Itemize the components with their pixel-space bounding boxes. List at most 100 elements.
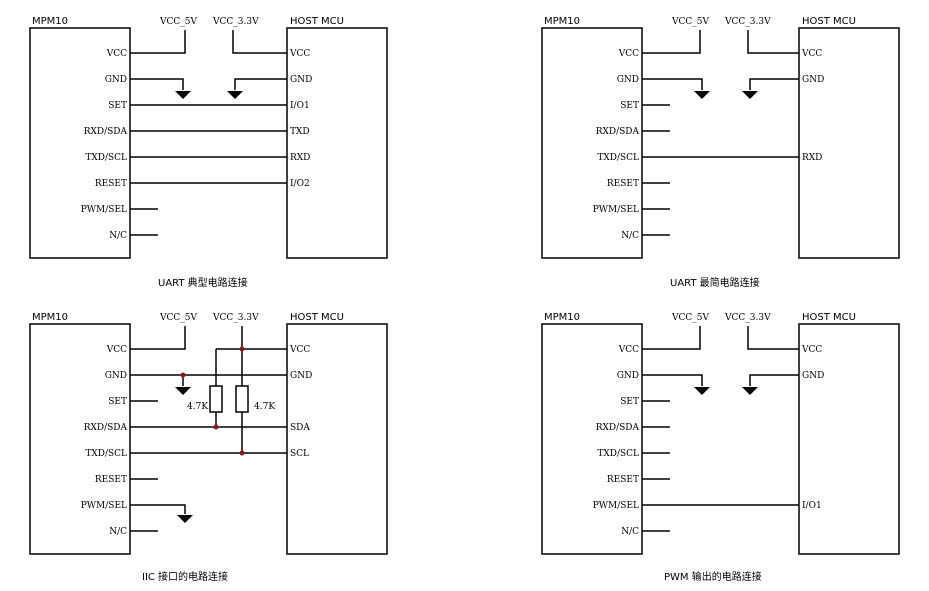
pin-label: RESET	[607, 179, 639, 189]
pin-label: N/C	[109, 527, 127, 537]
gnd-wire-host	[234, 78, 287, 90]
diagram-pwm: MPM10 HOST MCU VCC_5V VCC_3.3V VCC GND S…	[541, 312, 900, 583]
vcc33-label: VCC_3.3V	[724, 17, 771, 27]
diagram-uart-typical: MPM10 HOST MCU VCC_5V VCC_3.3V VCC GND S…	[29, 16, 388, 289]
host-label: HOST MCU	[290, 312, 344, 323]
junction-dot	[239, 450, 245, 456]
module-box	[541, 323, 643, 555]
pin-label: VCC	[618, 345, 639, 355]
module-label: MPM10	[544, 312, 580, 323]
ground-icon	[694, 387, 710, 395]
diagram-caption: PWM 输出的电路连接	[664, 570, 762, 583]
host-box	[798, 27, 900, 259]
pin-label: SET	[108, 397, 127, 407]
pin-label: TXD/SCL	[85, 449, 127, 459]
pin-label: VCC	[618, 49, 639, 59]
ground-icon	[175, 91, 191, 99]
gnd-wire	[130, 78, 184, 90]
vcc5-label: VCC_5V	[159, 17, 197, 27]
host-pin-label: I/O2	[290, 179, 310, 189]
resistor-r2	[235, 385, 249, 413]
pin-label: PWM/SEL	[593, 205, 639, 215]
ground-icon	[227, 91, 243, 99]
vcc-wire	[130, 326, 186, 350]
pin-label: GND	[617, 75, 639, 85]
pin-label: RESET	[95, 179, 127, 189]
host-pin-label: I/O1	[802, 501, 822, 511]
gnd-wire-host	[749, 374, 799, 386]
host-pin-label: VCC	[289, 49, 310, 59]
ground-icon	[742, 91, 758, 99]
diagram-uart-minimal: MPM10 HOST MCU VCC_5V VCC_3.3V VCC GND S…	[541, 16, 900, 289]
host-pin-label: RXD	[290, 153, 310, 163]
vcc5-label: VCC_5V	[159, 313, 197, 323]
gnd-wire	[642, 374, 703, 386]
junction-dot	[180, 372, 186, 378]
pin-label: GND	[105, 371, 127, 381]
gnd-wire	[642, 78, 703, 90]
pin-label: RESET	[95, 475, 127, 485]
host-pin-label: GND	[802, 371, 824, 381]
vcc-wire	[642, 326, 701, 350]
ground-icon	[694, 91, 710, 99]
pin-label: SET	[620, 101, 639, 111]
vcc-wire-host	[232, 30, 287, 54]
pin-label: PWM/SEL	[593, 501, 639, 511]
host-pin-label: VCC	[801, 49, 822, 59]
diagram-caption: IIC 接口的电路连接	[142, 570, 228, 583]
pin-label: N/C	[621, 527, 639, 537]
host-box	[798, 323, 900, 555]
host-pin-label: VCC	[801, 345, 822, 355]
module-box	[29, 323, 131, 555]
pin-label: SET	[108, 101, 127, 111]
host-label: HOST MCU	[802, 16, 856, 27]
junction-dot	[239, 346, 245, 352]
diagram-caption: UART 典型电路连接	[158, 276, 248, 289]
pin-label: N/C	[621, 231, 639, 241]
vcc-wire-host	[747, 30, 799, 54]
resistor-r1	[209, 385, 223, 413]
resistor-value: 4.7K	[187, 402, 208, 412]
diagram-iic: MPM10 HOST MCU VCC_5V VCC_3.3V VCC GND S…	[29, 312, 388, 583]
host-pin-label: SDA	[290, 423, 310, 433]
host-label: HOST MCU	[290, 16, 344, 27]
host-box	[286, 323, 388, 555]
module-label: MPM10	[32, 16, 68, 27]
resistor-value: 4.7K	[254, 402, 275, 412]
vcc33-label: VCC_3.3V	[212, 17, 259, 27]
ground-icon	[175, 387, 191, 395]
host-pin-label: GND	[290, 75, 312, 85]
diagram-caption: UART 最简电路连接	[670, 276, 760, 289]
pin-label: TXD/SCL	[85, 153, 127, 163]
pin-label: GND	[617, 371, 639, 381]
host-pin-label: VCC	[289, 345, 310, 355]
ground-icon	[742, 387, 758, 395]
host-pin-label: GND	[290, 371, 312, 381]
ground-icon	[177, 515, 193, 523]
host-box	[286, 27, 388, 259]
pin-label: TXD/SCL	[597, 449, 639, 459]
pin-label: RXD/SDA	[84, 127, 128, 137]
pin-label: TXD/SCL	[597, 153, 639, 163]
host-pin-label: I/O1	[290, 101, 310, 111]
vcc-wire	[130, 30, 186, 54]
pin-label: RESET	[607, 475, 639, 485]
pin-label: N/C	[109, 231, 127, 241]
pin-label: SET	[620, 397, 639, 407]
host-pin-label: SCL	[290, 449, 309, 459]
vcc-wire-host	[241, 326, 287, 350]
gnd-wire-host	[749, 78, 799, 90]
pin-label: RXD/SDA	[596, 423, 640, 433]
pwm-gnd-wire	[130, 504, 186, 514]
junction-dot	[213, 424, 219, 430]
vcc5-label: VCC_5V	[671, 17, 709, 27]
vcc33-label: VCC_3.3V	[724, 313, 771, 323]
pin-label: VCC	[106, 49, 127, 59]
pin-label: GND	[105, 75, 127, 85]
pin-label: VCC	[106, 345, 127, 355]
pin-label: PWM/SEL	[81, 205, 127, 215]
pin-label: RXD/SDA	[596, 127, 640, 137]
vcc-wire-host	[747, 326, 799, 350]
host-pin-label: TXD	[290, 127, 310, 137]
